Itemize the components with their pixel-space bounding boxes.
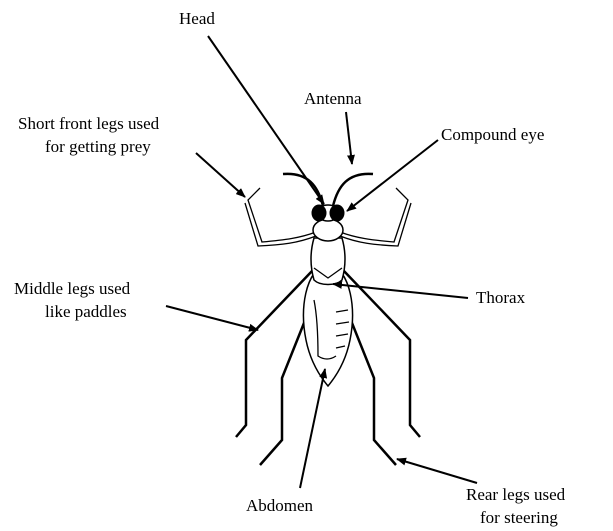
compound-eye-right — [330, 205, 344, 221]
label-middle-legs-line1: Middle legs used — [14, 279, 131, 298]
label-antenna: Antenna — [304, 89, 362, 108]
antenna-right — [333, 174, 373, 206]
label-rear-legs-line1: Rear legs used — [466, 485, 566, 504]
middle-leg-right — [343, 270, 420, 437]
thorax-shape — [311, 238, 345, 285]
label-middle-legs-line2: like paddles — [45, 302, 127, 321]
abdomen-leader — [300, 369, 325, 488]
insect-illustration — [236, 174, 420, 465]
prothorax-shape — [313, 219, 343, 241]
thorax-leader — [333, 284, 468, 298]
labels: Head Antenna Compound eye Short front le… — [14, 9, 566, 527]
label-thorax: Thorax — [476, 288, 526, 307]
label-compound-eye: Compound eye — [441, 125, 544, 144]
front-leg-right — [340, 188, 411, 246]
antenna-left — [283, 174, 323, 206]
rear-legs-leader — [397, 459, 477, 483]
label-front-legs-line1: Short front legs used — [18, 114, 160, 133]
front-leg-left — [245, 188, 316, 246]
middle-leg-left — [236, 270, 313, 437]
label-front-legs-line2: for getting prey — [45, 137, 151, 156]
label-abdomen: Abdomen — [246, 496, 314, 515]
label-head: Head — [179, 9, 215, 28]
compound-eye-left — [312, 205, 326, 221]
antenna-leader — [346, 112, 352, 164]
label-rear-legs-line2: for steering — [480, 508, 558, 527]
front-legs-leader — [196, 153, 245, 197]
middle-legs-leader — [166, 306, 258, 330]
